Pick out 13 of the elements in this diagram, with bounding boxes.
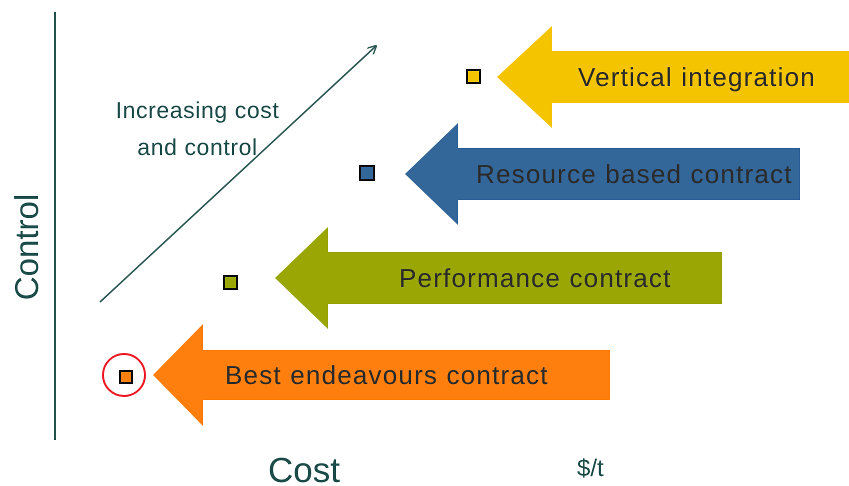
- marker-square: [359, 165, 375, 181]
- arrow-label: Best endeavours contract: [225, 362, 549, 388]
- arrow-label: Vertical integration: [578, 64, 816, 90]
- axis-title: Control: [8, 194, 46, 300]
- marker-square: [223, 275, 238, 290]
- axis-title: Cost: [268, 451, 340, 486]
- arrow-label: Performance contract: [399, 265, 672, 291]
- unit-label: $/t: [577, 455, 604, 483]
- highlight-circle: [102, 353, 146, 397]
- marker-square: [119, 370, 133, 384]
- direction-label: Increasing cost and control: [114, 96, 280, 162]
- marker-square: [466, 69, 481, 84]
- arrow-label: Resource based contract: [476, 161, 793, 187]
